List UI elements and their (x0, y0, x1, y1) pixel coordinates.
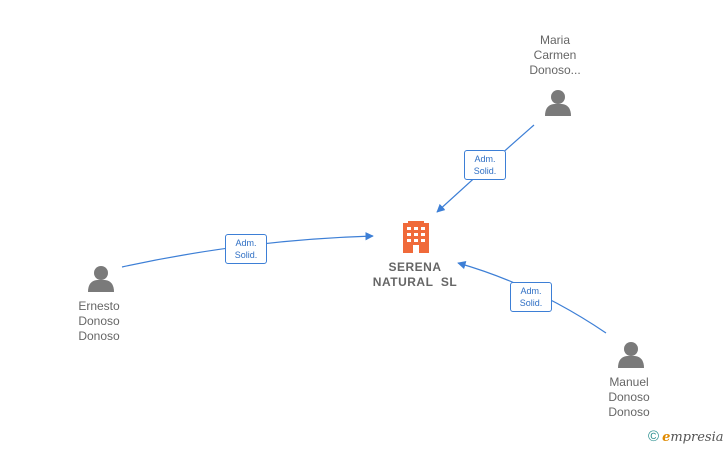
person-label-ernesto[interactable]: Ernesto Donoso Donoso (44, 299, 154, 344)
building-icon[interactable] (403, 221, 429, 253)
person-name-line: Donoso... (529, 63, 581, 77)
person-name-line: Donoso (78, 314, 120, 328)
person-name-line: Donoso (78, 329, 120, 343)
person-icon-manuel[interactable] (618, 342, 644, 368)
company-name-line1: SERENA (388, 260, 442, 274)
relation-role: Adm. (520, 286, 542, 296)
person-label-manuel[interactable]: Manuel Donoso Donoso (574, 375, 684, 420)
person-name-line: Ernesto (78, 299, 120, 313)
company-name-line2: NATURAL SL (372, 275, 458, 289)
relation-role-type: Solid. (234, 250, 258, 260)
person-name-line: Donoso (608, 390, 650, 404)
copyright-icon: © (648, 428, 660, 445)
relation-badge-maria[interactable]: Adm. Solid. (464, 150, 506, 180)
person-name-line: Maria (539, 33, 570, 47)
relation-role: Adm. (474, 154, 496, 164)
person-name-line: Donoso (608, 405, 650, 419)
relation-badge-ernesto[interactable]: Adm. Solid. (225, 234, 267, 264)
person-icon-ernesto[interactable] (88, 266, 114, 292)
person-label-maria[interactable]: Maria Carmen Donoso... (500, 33, 610, 78)
company-name[interactable]: SERENA NATURAL SL (345, 260, 485, 290)
person-name-line: Manuel (609, 375, 649, 389)
relation-badge-manuel[interactable]: Adm. Solid. (510, 282, 552, 312)
relation-role: Adm. (235, 238, 257, 248)
relation-role-type: Solid. (519, 298, 543, 308)
brand-watermark: ©empresia (648, 428, 723, 445)
brand-name: mpresia (670, 430, 724, 445)
person-icon-maria[interactable] (545, 90, 571, 116)
brand-initial: e (662, 430, 671, 445)
person-name-line: Carmen (533, 48, 577, 62)
relation-role-type: Solid. (473, 166, 497, 176)
